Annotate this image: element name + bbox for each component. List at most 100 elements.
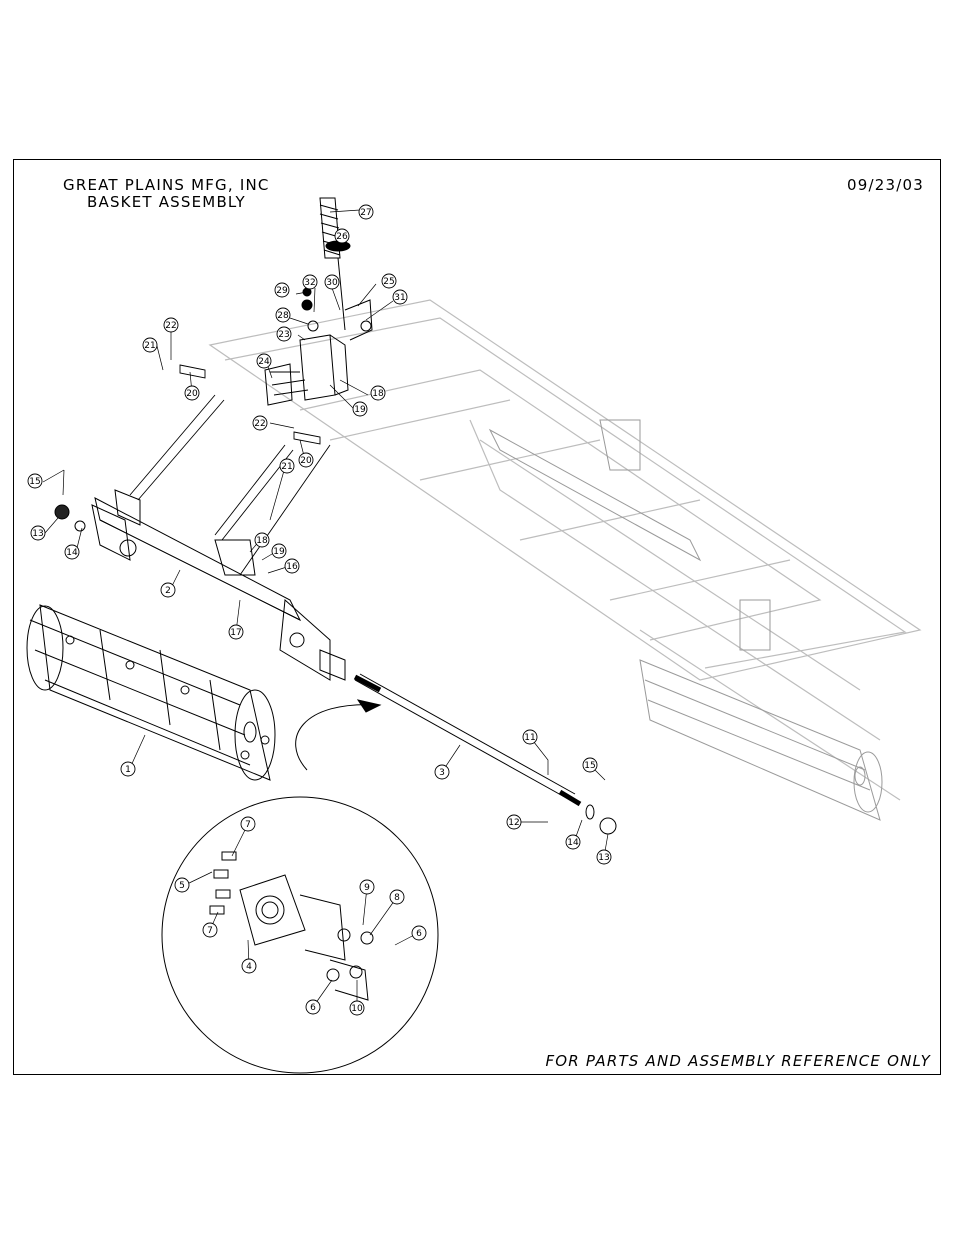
callout-balloon xyxy=(27,473,43,489)
callout-c24: 24 xyxy=(256,353,272,369)
callout-c21a: 21 xyxy=(142,337,158,353)
callout-label: 15 xyxy=(584,761,595,771)
callout-c22a: 22 xyxy=(163,317,179,333)
callout-label: 20 xyxy=(186,389,198,399)
callout-c31: 31 xyxy=(392,289,408,305)
callout-c7a: 7 xyxy=(240,816,256,832)
callout-balloon xyxy=(241,958,257,974)
callout-c32: 32 xyxy=(302,274,318,290)
callout-balloon xyxy=(389,889,405,905)
callout-label: 26 xyxy=(336,232,348,242)
reference-note: FOR PARTS AND ASSEMBLY REFERENCE ONLY xyxy=(545,1052,931,1070)
callout-c6a: 6 xyxy=(411,925,427,941)
drawing-sheet: GREAT PLAINS MFG, INC BASKET ASSEMBLY 09… xyxy=(13,159,941,1075)
assembly-title: BASKET ASSEMBLY xyxy=(87,193,246,211)
callout-label: 25 xyxy=(383,277,394,287)
callout-balloon xyxy=(228,624,244,640)
callout-label: 7 xyxy=(207,926,213,936)
callout-c14b: 14 xyxy=(565,834,581,850)
callout-label: 9 xyxy=(364,883,370,893)
callout-label: 19 xyxy=(354,405,366,415)
callout-balloon xyxy=(271,543,287,559)
callout-balloon xyxy=(120,761,136,777)
callout-balloon xyxy=(298,452,314,468)
callout-c19b: 19 xyxy=(271,543,287,559)
basket-reel xyxy=(26,604,276,781)
callout-c26: 26 xyxy=(334,228,350,244)
callout-label: 19 xyxy=(273,547,285,557)
callout-balloon xyxy=(276,326,292,342)
callout-label: 22 xyxy=(165,321,176,331)
callout-label: 4 xyxy=(246,962,252,972)
callout-balloon xyxy=(565,834,581,850)
spring-mount-assembly xyxy=(264,197,373,406)
callout-label: 14 xyxy=(567,838,579,848)
callout-c21b: 21 xyxy=(279,458,295,474)
callout-balloon xyxy=(202,922,218,938)
callout-balloon xyxy=(392,289,408,305)
callout-balloon xyxy=(174,877,190,893)
callout-c10: 10 xyxy=(349,1000,365,1016)
callout-label: 6 xyxy=(416,929,422,939)
company-name: GREAT PLAINS MFG, INC xyxy=(63,176,270,194)
callout-c3: 3 xyxy=(434,764,450,780)
callout-label: 18 xyxy=(256,536,268,546)
callout-balloon xyxy=(434,764,450,780)
callout-label: 21 xyxy=(281,462,292,472)
callout-balloon xyxy=(302,274,318,290)
callout-label: 17 xyxy=(230,628,241,638)
callout-balloon xyxy=(275,307,291,323)
callout-c22b: 22 xyxy=(252,415,268,431)
callout-label: 23 xyxy=(278,330,289,340)
basket-arm-toolbar xyxy=(54,489,346,681)
callout-c7b: 7 xyxy=(202,922,218,938)
callout-balloon xyxy=(381,273,397,289)
callout-c29: 29 xyxy=(274,282,290,298)
callout-c28: 28 xyxy=(275,307,291,323)
callout-c4: 4 xyxy=(241,958,257,974)
callout-balloon xyxy=(142,337,158,353)
callout-balloon xyxy=(30,525,46,541)
callout-balloon xyxy=(274,282,290,298)
callout-balloon xyxy=(349,1000,365,1016)
callout-label: 1 xyxy=(125,765,131,775)
callout-c12: 12 xyxy=(506,814,522,830)
callout-c20b: 20 xyxy=(298,452,314,468)
callout-c13a: 13 xyxy=(30,525,46,541)
callout-label: 12 xyxy=(508,818,519,828)
callout-label: 7 xyxy=(245,820,251,830)
callout-c30: 30 xyxy=(324,274,340,290)
background-basket xyxy=(488,419,883,821)
callout-balloon xyxy=(284,558,300,574)
callout-balloon xyxy=(358,204,374,220)
callout-label: 5 xyxy=(179,881,185,891)
callout-label: 21 xyxy=(144,341,155,351)
callout-label: 20 xyxy=(300,456,312,466)
callout-c6b: 6 xyxy=(305,999,321,1015)
callout-balloon xyxy=(160,582,176,598)
callout-balloon xyxy=(359,879,375,895)
callout-c15a: 15 xyxy=(27,473,43,489)
callout-label: 11 xyxy=(524,733,535,743)
callout-balloon xyxy=(163,317,179,333)
callout-c1: 1 xyxy=(120,761,136,777)
callout-label: 14 xyxy=(66,548,78,558)
callout-balloon xyxy=(370,385,386,401)
callout-c5: 5 xyxy=(174,877,190,893)
callout-c27: 27 xyxy=(358,204,374,220)
callout-label: 30 xyxy=(326,278,338,288)
callout-c16: 16 xyxy=(284,558,300,574)
callout-label: 3 xyxy=(439,768,445,778)
callout-label: 27 xyxy=(360,208,371,218)
support-rods xyxy=(129,364,331,576)
callout-balloon xyxy=(582,757,598,773)
callout-c25: 25 xyxy=(381,273,397,289)
callout-balloon xyxy=(411,925,427,941)
callout-label: 2 xyxy=(165,586,171,596)
callout-label: 24 xyxy=(258,357,270,367)
callout-c23: 23 xyxy=(276,326,292,342)
callout-balloon xyxy=(596,849,612,865)
callout-label: 29 xyxy=(276,286,288,296)
